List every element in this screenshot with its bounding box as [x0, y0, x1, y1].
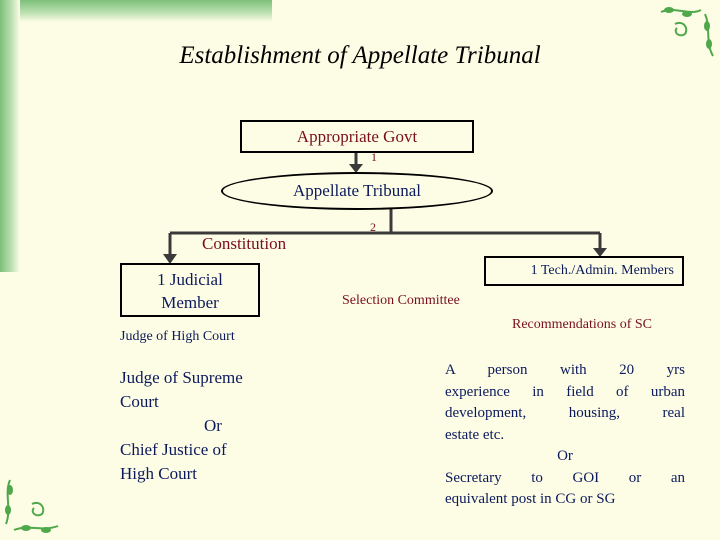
recommendations-label: Recommendations of SC	[512, 317, 652, 332]
constitution-label: Constitution	[202, 234, 287, 253]
step-label-1: 1	[371, 150, 377, 164]
tech-member-eligibility-block: A person with 20 yrs experience in field…	[445, 362, 685, 507]
judicial-member-label: 1 Judicial Member	[157, 270, 223, 312]
appropriate-govt-box: Appropriate Govt	[240, 120, 474, 153]
leaf-ornament-icon	[660, 7, 714, 57]
judge-high-court-label: Judge of High Court	[120, 329, 235, 344]
leaf-ornament-icon	[5, 479, 59, 533]
judge-supreme-court-block: Judge of Supreme Court Or Chief Justice …	[120, 368, 243, 483]
left-frame-band	[0, 0, 20, 272]
step-label-2: 2	[370, 220, 376, 234]
appellate-tribunal-label: Appellate Tribunal	[293, 181, 421, 200]
appropriate-govt-label: Appropriate Govt	[296, 127, 418, 146]
tech-admin-members-box: 1 Tech./Admin. Members	[484, 256, 684, 286]
tech-admin-members-label: 1 Tech./Admin. Members	[530, 263, 674, 278]
judicial-member-box: 1 Judicial Member	[120, 263, 260, 317]
appellate-tribunal-ellipse: Appellate Tribunal	[221, 172, 493, 210]
top-frame-band	[0, 0, 272, 22]
selection-committee-label: Selection Committee	[342, 293, 460, 308]
page-title: Establishment of Appellate Tribunal	[179, 42, 541, 69]
